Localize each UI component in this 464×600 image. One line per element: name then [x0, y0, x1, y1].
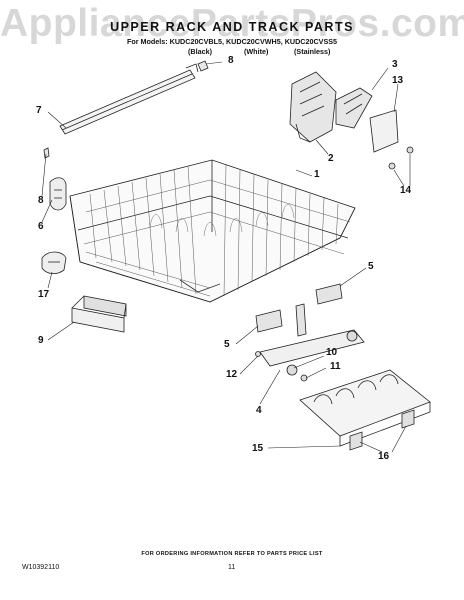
finish-stainless-label: (Stainless) [294, 47, 331, 56]
upper-rack-basket-part-1 [69, 159, 356, 303]
callout-1: 1 [314, 169, 320, 180]
callout-8-top: 8 [228, 55, 234, 66]
clips-part-16 [349, 409, 415, 451]
callout-5-right: 5 [368, 261, 374, 272]
document-id: W10392110 [22, 564, 60, 571]
callout-3: 3 [392, 59, 398, 70]
track-stop-part-5-right [315, 283, 343, 305]
rack-handle-part-9 [71, 295, 127, 333]
adjuster-part-6 [49, 177, 67, 211]
callout-11: 11 [330, 361, 341, 372]
finish-black-label: (Black) [188, 47, 212, 56]
adjuster-assembly-part-4 [259, 303, 365, 367]
bracket-part-13 [369, 109, 399, 153]
manifold-part-2 [289, 71, 337, 143]
finish-white-label: (White) [244, 47, 269, 56]
pin-part-12 [255, 351, 261, 357]
valve-part-3 [335, 87, 373, 129]
callout-5-left: 5 [224, 339, 230, 350]
end-cap-part-8-top [197, 60, 209, 72]
leader-lines [41, 61, 411, 453]
callout-8-left: 8 [38, 195, 44, 206]
tine-insert-part-15 [299, 369, 431, 447]
ordering-note: FOR ORDERING INFORMATION REFER TO PARTS … [141, 551, 323, 557]
callout-15: 15 [252, 443, 264, 454]
callout-7: 7 [36, 105, 42, 116]
callout-10: 10 [326, 347, 338, 358]
rack-rail-part-7 [59, 63, 199, 135]
screw-part-11 [300, 374, 308, 382]
callout-6: 6 [38, 221, 44, 232]
wheel-part-10 [286, 364, 298, 376]
callout-16: 16 [378, 451, 390, 462]
track-stop-part-5-left [255, 309, 283, 333]
rack-stop-part-17 [41, 251, 67, 274]
callout-13: 13 [392, 75, 404, 86]
callout-4: 4 [256, 405, 262, 416]
screws-part-14 [388, 146, 414, 170]
callout-14: 14 [400, 185, 412, 196]
callout-9: 9 [38, 335, 44, 346]
model-numbers: For Models: KUDC20CVBL5, KUDC20CVWH5, KU… [126, 37, 338, 46]
callout-2: 2 [328, 153, 334, 164]
callout-12: 12 [226, 369, 238, 380]
clip-part-8-left [43, 147, 50, 159]
callout-17: 17 [38, 289, 50, 300]
diagram-title: UPPER RACK AND TRACK PARTS [110, 20, 354, 34]
page-number: 11 [228, 564, 236, 571]
